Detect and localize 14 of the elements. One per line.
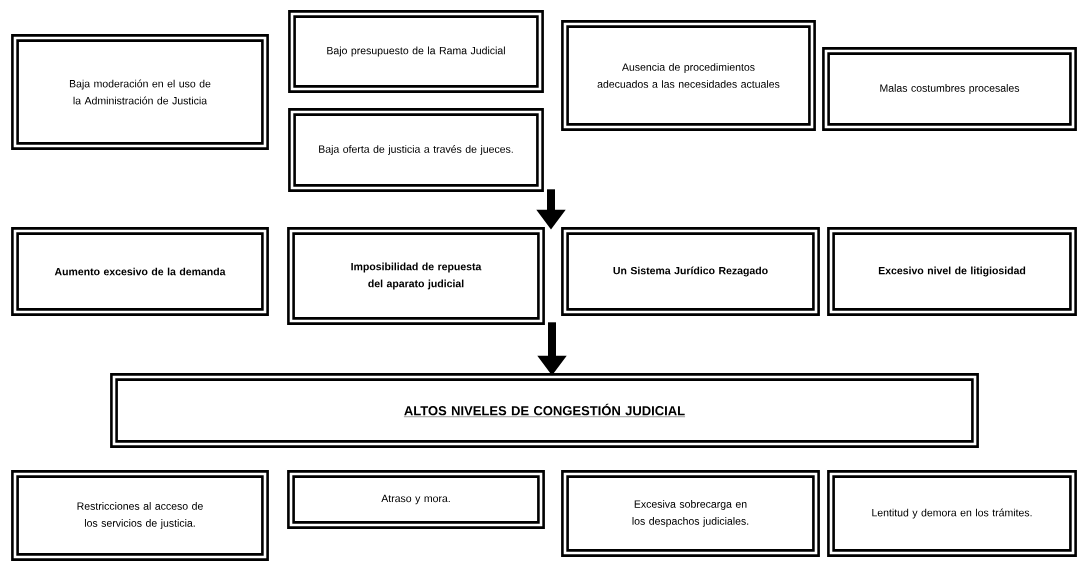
- effect-box: Atraso y mora.: [287, 470, 545, 529]
- cause-box: Baja oferta de justicia a través de jueces.: [288, 108, 544, 192]
- effect-box: Restricciones al acceso de los servicios de justicia.: [11, 470, 269, 561]
- cause-box: Ausencia de procedimientos adecuados a las necesidades actuales: [561, 20, 816, 131]
- cause-box: Baja moderación en el uso de la Administración de Justicia: [11, 34, 269, 150]
- cause-box: Malas costumbres procesales: [822, 47, 1077, 131]
- effect-box: Excesiva sobrecarga en los despachos judiciales.: [561, 470, 820, 557]
- effect-box: Lentitud y demora en los trámites.: [827, 470, 1077, 557]
- problem-box: Imposibilidad de repuesta del aparato judicial: [287, 227, 545, 325]
- problem-box: Excesivo nivel de litigiosidad: [827, 227, 1077, 316]
- problem-box: Aumento excesivo de la demanda: [11, 227, 269, 316]
- cause-box: Bajo presupuesto de la Rama Judicial: [288, 10, 544, 93]
- problem-box: Un Sistema Jurídico Rezagado: [561, 227, 820, 316]
- central-problem-box: ALTOS NIVELES DE CONGESTIÓN JUDICIAL: [110, 373, 979, 448]
